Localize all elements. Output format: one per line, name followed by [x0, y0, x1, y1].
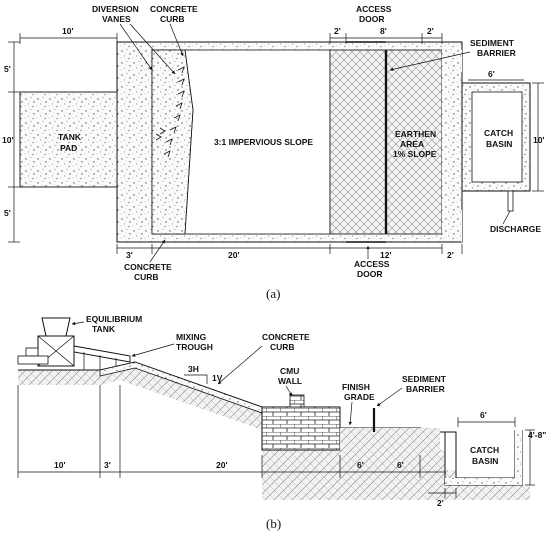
dim-bot-3: 3': [126, 250, 133, 260]
plan-view: DIVERSION VANES CONCRETE CURB ACCESS DOO…: [2, 4, 544, 301]
dim-section-6c: 6': [480, 410, 487, 420]
dim-section-6a: 6': [357, 460, 364, 470]
dim-top-2b: 2': [427, 26, 434, 36]
plan-basin-dimensions: 6' 10': [468, 69, 544, 192]
label-earthen-3: 1% SLOPE: [393, 149, 437, 159]
label-access-door-bottom-1: ACCESS: [354, 259, 390, 269]
label-3h: 3H: [188, 364, 199, 374]
label-finish-grade-2: GRADE: [344, 392, 375, 402]
label-concrete-curb-bottom-1: CONCRETE: [124, 262, 172, 272]
dim-section-2: 2': [437, 498, 444, 508]
dim-top-8: 8': [380, 26, 387, 36]
section-view: EQUILIBRIUM TANK MIXING TROUGH CONCRETE …: [17, 314, 546, 531]
dim-bot-2: 2': [447, 250, 454, 260]
label-equilibrium-2: TANK: [92, 324, 116, 334]
dim-section-3: 3': [104, 460, 111, 470]
dim-basin-10: 10': [533, 135, 544, 145]
tank-pad: [19, 91, 118, 188]
section-dimensions: 10' 3' 20' 6' 6' 6' 4'-8" 2': [17, 385, 546, 508]
discharge-pipe: [507, 190, 514, 212]
label-sediment-barrier-1: SEDIMENT: [470, 38, 515, 48]
dim-left-5a: 5': [4, 64, 11, 74]
label-sediment-2: BARRIER: [406, 384, 445, 394]
label-cmu-2: WALL: [278, 376, 302, 386]
label-section-catch-1: CATCH: [470, 445, 499, 455]
label-access-door-top-1: ACCESS: [356, 4, 392, 14]
label-concrete-curb-2: CURB: [270, 342, 295, 352]
dim-section-20: 20': [216, 460, 227, 470]
dim-basin-6: 6': [488, 69, 495, 79]
label-catch-basin-1: CATCH: [484, 128, 513, 138]
label-diversion-vanes-1: DIVERSION: [92, 4, 139, 14]
label-equilibrium-1: EQUILIBRIUM: [86, 314, 142, 324]
dim-section-48: 4'-8": [528, 430, 546, 440]
label-concrete-curb-bottom-2: CURB: [134, 272, 159, 282]
label-discharge: DISCHARGE: [490, 224, 541, 234]
label-concrete-curb-top-1: CONCRETE: [150, 4, 198, 14]
dim-bot-12: 12': [380, 250, 391, 260]
label-1v: 1V: [212, 373, 223, 383]
label-section-catch-2: BASIN: [472, 456, 498, 466]
dim-section-10: 10': [54, 460, 65, 470]
label-mixing-1: MIXING: [176, 332, 207, 342]
dim-top-2a: 2': [334, 26, 341, 36]
caption-b: (b): [266, 516, 281, 531]
plan-left-dimensions: 5' 10' 5': [2, 41, 20, 243]
label-tank-pad-1: TANK: [58, 132, 82, 142]
label-finish-grade-1: FINISH: [342, 382, 370, 392]
dim-bot-20: 20': [228, 250, 239, 260]
label-catch-basin-2: BASIN: [486, 139, 512, 149]
dim-section-6b: 6': [397, 460, 404, 470]
plan-bottom-dimensions: 3' 20' 12' 2': [116, 244, 463, 260]
label-concrete-curb-top-2: CURB: [160, 14, 185, 24]
dim-top-10: 10': [62, 26, 73, 36]
equilibrium-tank-structure: [17, 317, 131, 370]
label-earthen-1: EARTHEN: [395, 129, 436, 139]
label-earthen-2: AREA: [400, 139, 424, 149]
caption-a: (a): [266, 286, 280, 301]
cmu-wall: [261, 406, 341, 451]
label-diversion-vanes-2: VANES: [102, 14, 131, 24]
label-concrete-curb-1: CONCRETE: [262, 332, 310, 342]
dim-left-5b: 5': [4, 208, 11, 218]
label-tank-pad-2: PAD: [60, 143, 77, 153]
plan-right-curb: [442, 50, 462, 242]
diversion-vane-marks: [155, 66, 185, 158]
dim-left-10: 10': [2, 135, 13, 145]
label-slope: 3:1 IMPERVIOUS SLOPE: [214, 137, 313, 147]
label-mixing-2: TROUGH: [176, 342, 213, 352]
label-sediment-1: SEDIMENT: [402, 374, 447, 384]
label-cmu-1: CMU: [280, 366, 299, 376]
label-sediment-barrier-2: BARRIER: [477, 48, 516, 58]
label-access-door-bottom-2: DOOR: [357, 269, 383, 279]
label-access-door-top-2: DOOR: [359, 14, 385, 24]
